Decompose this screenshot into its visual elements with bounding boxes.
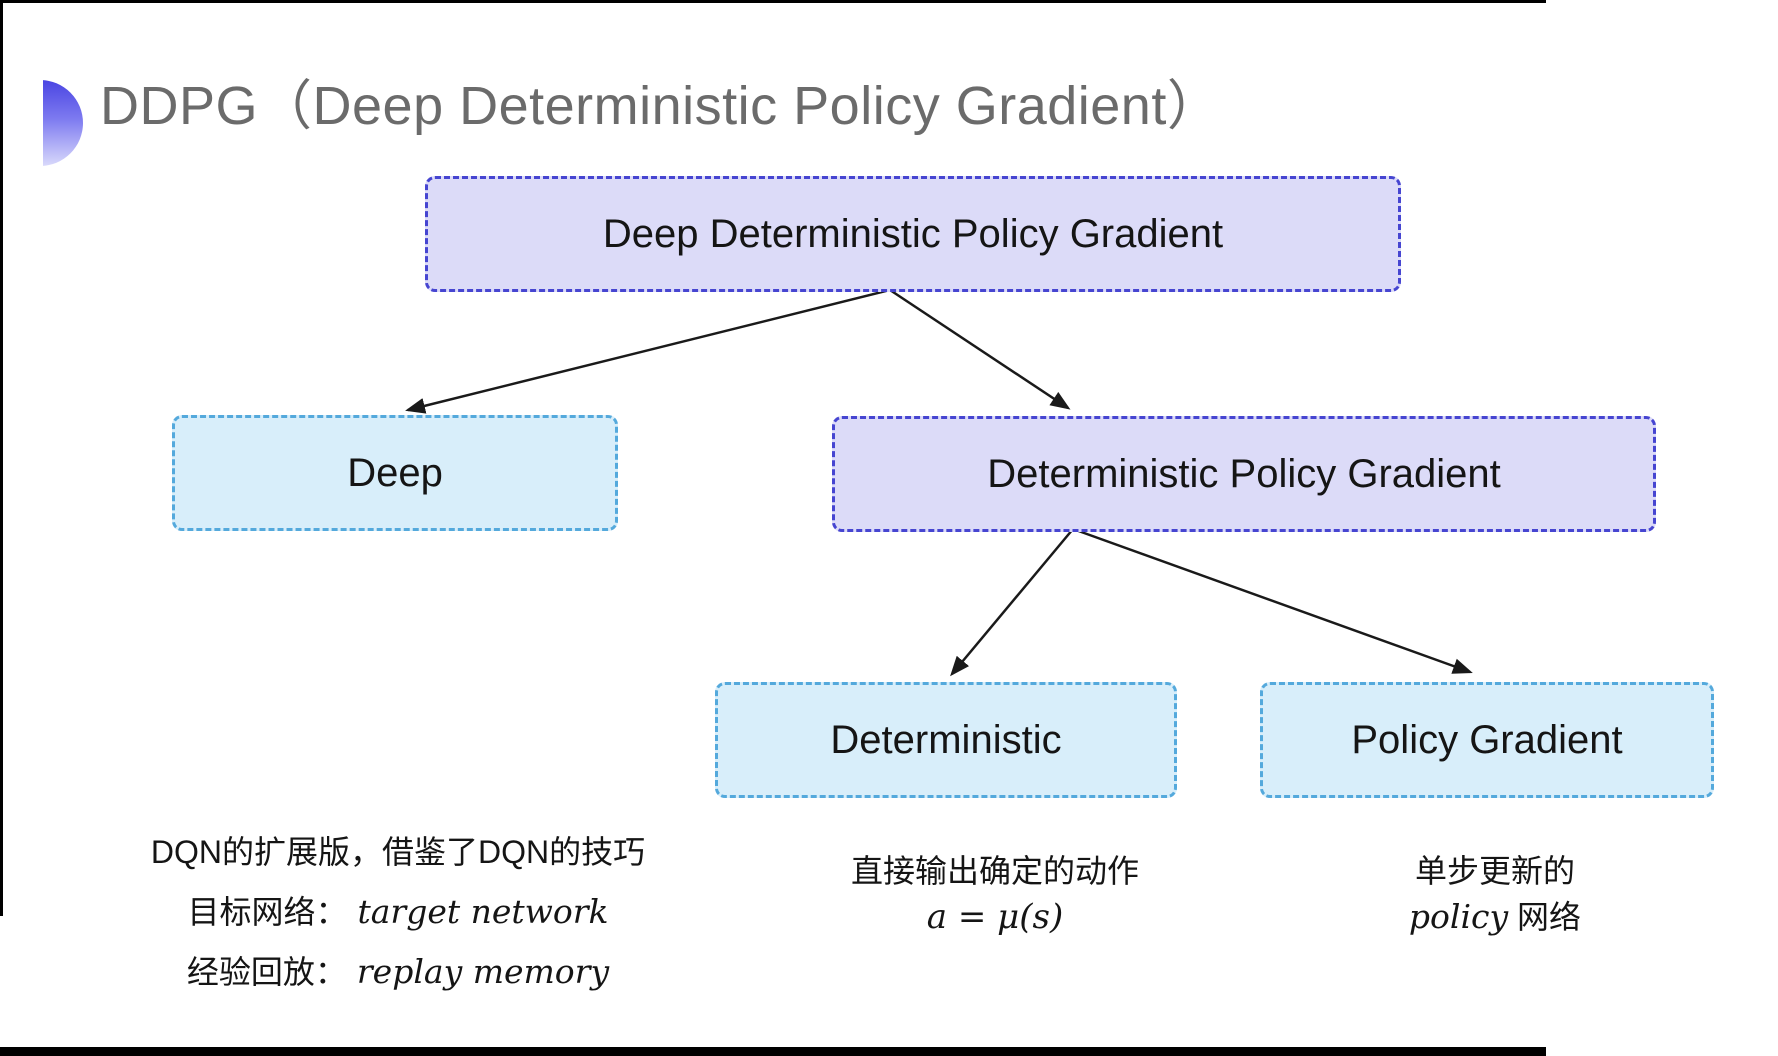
node-deep: Deep: [172, 415, 618, 531]
note-deep: DQN的扩展版，借鉴了DQN的技巧 目标网络：target network 经验…: [118, 822, 678, 1002]
arrow-dpg-to-policy-gradient: [1072, 527, 1473, 674]
note-pg-line2-term: policy: [1408, 897, 1509, 936]
page-title: DDPG（Deep Deterministic Policy Gradient）: [100, 76, 1222, 136]
note-pg-line1: 单步更新的: [1414, 853, 1575, 889]
note-deep-line3-label: 经验回放：: [186, 954, 347, 990]
note-deep-line2-label: 目标网络：: [187, 894, 348, 930]
node-policy-gradient: Policy Gradient: [1260, 682, 1714, 798]
node-label: Deep: [347, 450, 443, 495]
title-bullet-icon: [43, 80, 83, 166]
note-pg-line2-rest: 网络: [1508, 899, 1582, 935]
note-deterministic-formula: a = μ(s): [926, 897, 1064, 937]
arrow-root-to-deep: [405, 288, 891, 414]
note-deep-line3: 经验回放：replay memory: [118, 942, 678, 1002]
frame-top-edge: [0, 0, 1546, 3]
frame-bottom-edge: [0, 1047, 1546, 1056]
note-deep-line3-term: replay memory: [356, 952, 610, 991]
node-label: Deterministic: [830, 717, 1062, 762]
note-deep-line2: 目标网络：target network: [118, 882, 678, 942]
node-deterministic: Deterministic: [715, 682, 1177, 798]
node-label: Policy Gradient: [1351, 717, 1623, 762]
node-deep-deterministic-policy-gradient: Deep Deterministic Policy Gradient: [425, 176, 1401, 292]
note-deterministic: 直接输出确定的动作 a = μ(s): [790, 848, 1200, 940]
node-deterministic-policy-gradient: Deterministic Policy Gradient: [832, 416, 1656, 532]
note-pg-line2: policy 网络: [1330, 894, 1660, 940]
arrow-dpg-to-deterministic: [950, 528, 1074, 677]
arrow-root-to-dpg: [889, 288, 1071, 410]
note-deep-line1: DQN的扩展版，借鉴了DQN的技巧: [150, 834, 646, 870]
note-deep-line2-term: target network: [357, 892, 609, 931]
node-label: Deterministic Policy Gradient: [987, 451, 1501, 496]
note-policy-gradient: 单步更新的 policy 网络: [1330, 848, 1660, 940]
half-circle-icon: [43, 80, 83, 166]
frame-left-edge: [0, 0, 3, 916]
note-deterministic-line1: 直接输出确定的动作: [850, 853, 1139, 889]
node-label: Deep Deterministic Policy Gradient: [602, 211, 1224, 256]
